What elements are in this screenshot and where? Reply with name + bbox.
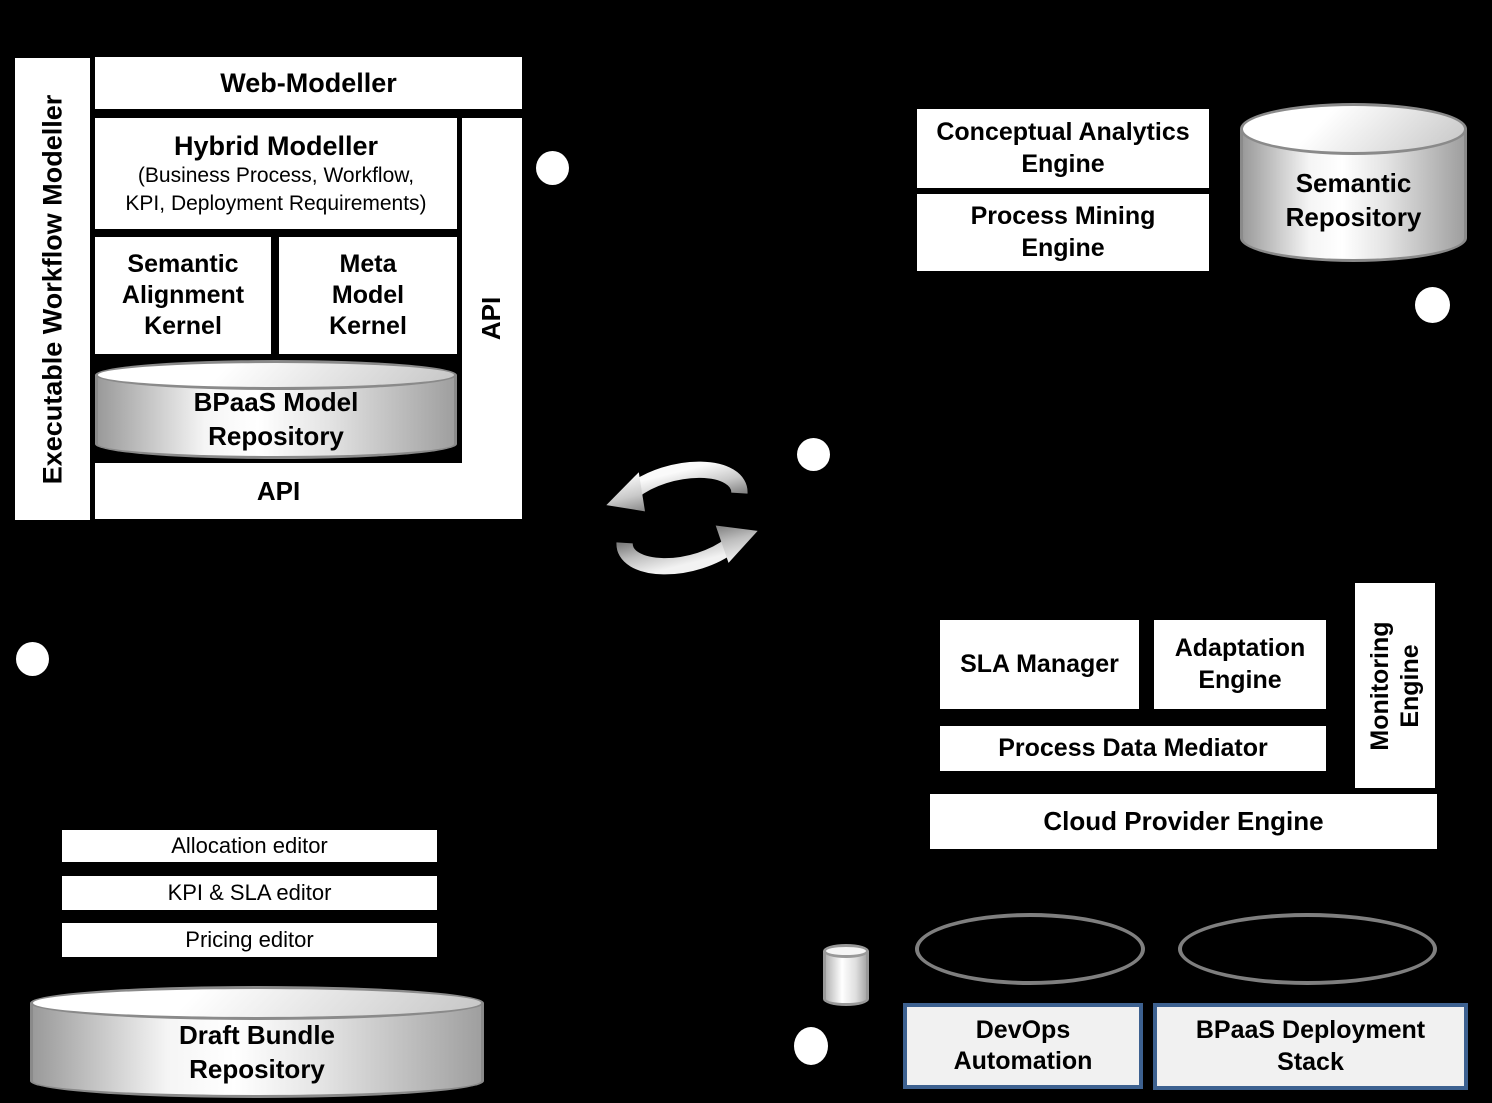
semantic-alignment-kernel-box: Semantic Alignment Kernel	[95, 237, 271, 354]
executable-workflow-modeller-bar: Executable Workflow Modeller	[15, 58, 90, 520]
web-modeller-label: Web-Modeller	[220, 67, 397, 98]
conceptual-analytics-engine-label: Conceptual Analytics Engine	[936, 118, 1190, 178]
api-bottom-bar: API	[95, 463, 462, 519]
process-mining-engine-box: Process Mining Engine	[917, 194, 1209, 271]
connector-dot-5	[794, 1027, 828, 1065]
meta-model-kernel-label: Meta Model Kernel	[329, 249, 407, 341]
process-data-mediator-label: Process Data Mediator	[998, 734, 1268, 762]
sla-manager-box: SLA Manager	[940, 620, 1139, 709]
sync-arrows-icon	[606, 461, 758, 575]
cloud-provider-engine-box: Cloud Provider Engine	[930, 794, 1437, 849]
deployment-cylinder-small	[823, 944, 869, 1006]
process-mining-engine-label: Process Mining Engine	[970, 202, 1156, 262]
hybrid-modeller-subtitle-line2: KPI, Deployment Requirements)	[125, 191, 427, 215]
hybrid-modeller-title: Hybrid Modeller	[173, 131, 379, 161]
devops-automation-box: DevOps Automation	[903, 1003, 1143, 1089]
hybrid-modeller-subtitle-line1: (Business Process, Workflow,	[137, 164, 415, 188]
connector-dot-3	[797, 438, 830, 471]
draft-bundle-repository-cylinder: Draft Bundle Repository	[30, 986, 484, 1098]
executable-workflow-modeller-label: Executable Workflow Modeller	[37, 94, 67, 484]
cloud-provider-engine-label: Cloud Provider Engine	[1043, 806, 1324, 836]
monitoring-engine-label: Monitoring Engine	[1366, 620, 1424, 751]
adaptation-engine-box: Adaptation Engine	[1154, 620, 1326, 709]
cloud-ellipse-right	[1178, 913, 1437, 985]
bpaas-deployment-stack-box: BPaaS Deployment Stack	[1153, 1003, 1468, 1090]
bpaas-deployment-stack-label: BPaaS Deployment Stack	[1195, 1016, 1426, 1076]
hybrid-modeller-box: Hybrid Modeller (Business Process, Workf…	[95, 118, 457, 229]
meta-model-kernel-box: Meta Model Kernel	[279, 237, 457, 354]
semantic-repository-label: Semantic Repository	[1285, 167, 1422, 232]
allocation-editor-label: Allocation editor	[171, 833, 328, 858]
connector-dot-4	[16, 642, 49, 676]
bpaas-model-repository-cylinder: BPaaS Model Repository	[95, 360, 457, 459]
connector-dot-2	[1415, 287, 1450, 323]
devops-automation-label: DevOps Automation	[953, 1015, 1093, 1075]
pricing-editor-box: Pricing editor	[62, 923, 437, 957]
semantic-alignment-kernel-label: Semantic Alignment Kernel	[121, 249, 245, 341]
web-modeller-box: Web-Modeller	[95, 57, 522, 109]
monitoring-engine-bar: Monitoring Engine	[1355, 583, 1435, 788]
api-bottom-label: API	[256, 475, 301, 506]
sla-manager-label: SLA Manager	[960, 650, 1119, 678]
api-side-bar: API	[462, 118, 522, 519]
adaptation-engine-label: Adaptation Engine	[1174, 634, 1306, 694]
bpaas-model-repository-label: BPaaS Model Repository	[193, 386, 359, 451]
connector-dot-1	[536, 151, 569, 185]
allocation-editor-box: Allocation editor	[62, 830, 437, 862]
kpi-sla-editor-label: KPI & SLA editor	[167, 880, 332, 905]
cloud-ellipse-left	[915, 913, 1145, 985]
pricing-editor-label: Pricing editor	[185, 927, 314, 952]
api-side-label: API	[476, 296, 507, 341]
draft-bundle-repository-label: Draft Bundle Repository	[179, 1020, 335, 1084]
semantic-repository-cylinder: Semantic Repository	[1240, 103, 1467, 262]
kpi-sla-editor-box: KPI & SLA editor	[62, 876, 437, 910]
process-data-mediator-box: Process Data Mediator	[940, 726, 1326, 771]
conceptual-analytics-engine-box: Conceptual Analytics Engine	[917, 109, 1209, 188]
